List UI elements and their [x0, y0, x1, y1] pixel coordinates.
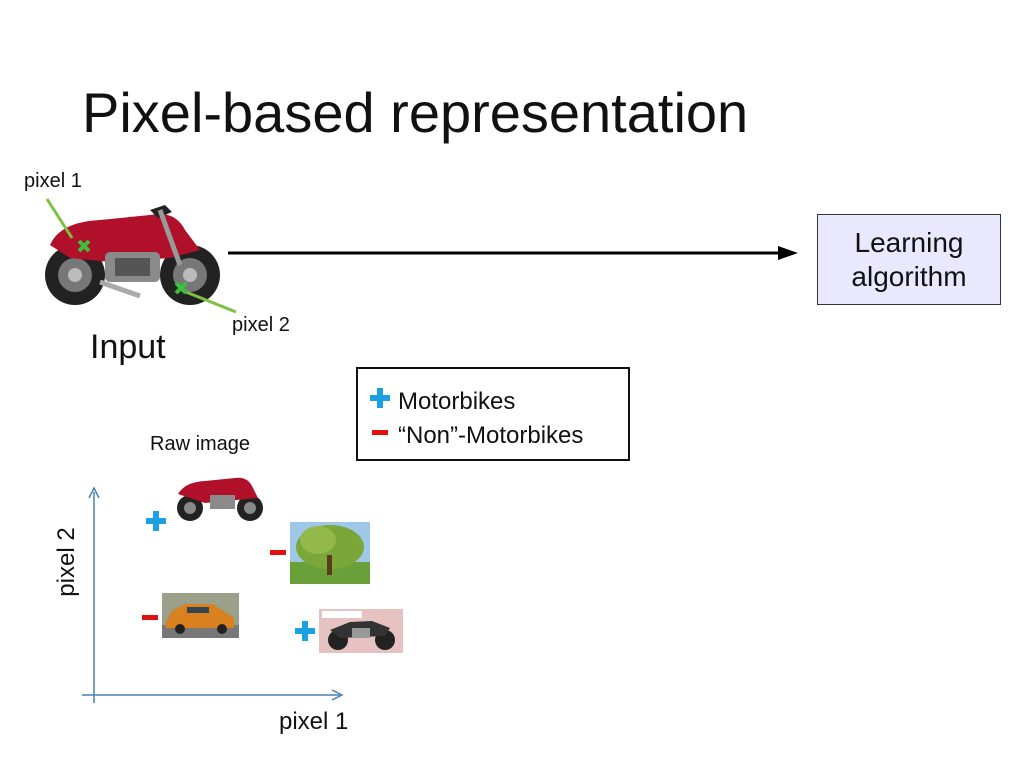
box-label-line2: algorithm — [851, 260, 967, 292]
legend-item-motorbikes: Motorbikes — [370, 387, 515, 416]
pixel1-marker — [45, 198, 91, 253]
box-label-line1: Learning — [854, 226, 964, 258]
legend-label: “Non”-Motorbikes — [398, 421, 584, 449]
legend-label: Motorbikes — [398, 387, 516, 415]
thumb-car — [162, 593, 239, 638]
learning-algorithm-box: Learning algorithm — [817, 214, 1001, 305]
pixel1-label: pixel 1 — [24, 170, 82, 192]
pixel2-marker — [174, 281, 237, 314]
slide-title: Pixel-based representation — [82, 81, 749, 144]
plot-axes — [82, 486, 344, 703]
input-label: Input — [90, 328, 166, 366]
plus-icon-1 — [146, 511, 166, 531]
minus-icon-2 — [142, 615, 158, 620]
raw-image-label: Raw image — [150, 433, 251, 455]
legend-item-non-motorbikes: “Non”-Motorbikes — [370, 421, 583, 450]
plus-icon — [370, 387, 398, 416]
pixel2-label: pixel 2 — [232, 314, 290, 336]
minus-icon — [370, 421, 398, 450]
plus-icon-2 — [295, 621, 315, 641]
axis-x-label: pixel 1 — [279, 708, 349, 735]
thumb-motorbike-cruiser — [319, 609, 403, 653]
minus-icon-1 — [270, 550, 286, 555]
axis-y-label: pixel 2 — [53, 527, 80, 597]
thumb-motorbike-red — [172, 468, 267, 523]
input-motorbike-image — [40, 205, 220, 310]
input-arrow — [228, 246, 798, 260]
legend: Motorbikes “Non”-Motorbikes — [356, 367, 630, 461]
thumb-tree — [290, 522, 370, 584]
